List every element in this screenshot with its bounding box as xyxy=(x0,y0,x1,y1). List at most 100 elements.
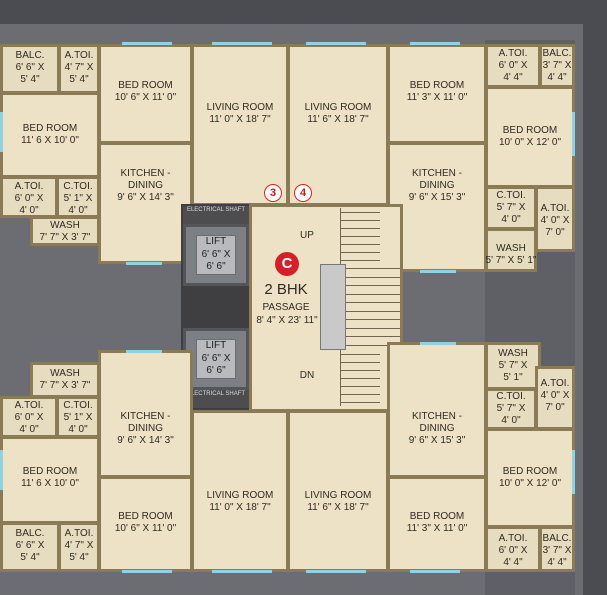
lift-bottom-size: 6' 6" X 6' 6" xyxy=(201,353,231,376)
tl-common-toilet-label: C.TOI. 5' 1" X 4' 0" xyxy=(63,181,93,216)
tl-balcony-label: BALC. 6' 6" X 5' 4" xyxy=(15,50,45,85)
stair-tread xyxy=(346,310,400,312)
window xyxy=(126,350,162,353)
tl-attached-toilet-label: A.TOI. 4' 7" X 5' 4" xyxy=(64,50,94,85)
stair-tread xyxy=(346,327,400,329)
br-kitchen-dining-label: KITCHEN - DINING 9' 6" X 15' 3" xyxy=(408,411,466,446)
window xyxy=(0,450,3,490)
lift-top-label: LIFT xyxy=(205,236,227,247)
window xyxy=(122,42,172,45)
br-balcony-label: BALC. 3' 7" X 4' 4" xyxy=(542,533,572,568)
br-attached-toilet-2-label: A.TOI. 6' 0" X 4' 4" xyxy=(498,533,528,568)
tr-kitchen-dining-label: KITCHEN - DINING 9' 6" X 15' 3" xyxy=(408,168,466,203)
tr-attached-toilet-2-label: A.TOI. 4' 0" X 7' 0" xyxy=(540,203,570,238)
window xyxy=(306,42,366,45)
electrical-shaft-bottom: ELECTRICAL SHAFT xyxy=(183,390,249,408)
tr-common-toilet-label: C.TOI. 5' 7" X 4' 0" xyxy=(496,190,526,225)
stair-tread xyxy=(340,394,380,395)
window xyxy=(420,342,456,345)
br-living-room xyxy=(287,410,389,572)
lift-bottom xyxy=(183,328,249,390)
stair-tread xyxy=(340,386,380,387)
window xyxy=(420,270,456,273)
br-bedroom-large-label: BED ROOM 10' 0" X 12' 0" xyxy=(498,466,562,489)
tr-attached-toilet-2 xyxy=(535,186,575,252)
bl-attached-toilet-2-label: A.TOI. 4' 7" X 5' 4" xyxy=(64,528,94,563)
stair-tread xyxy=(346,285,400,286)
bl-bedroom-small-label: BED ROOM 10' 6" X 11' 0" xyxy=(114,511,177,534)
passage-label: PASSAGE xyxy=(262,302,310,313)
tr-bedroom-large xyxy=(485,86,575,188)
bl-wash-label: WASH 7' 7" X 3' 7" xyxy=(39,368,91,391)
tr-balcony-label: BALC. 3' 7" X 4' 4" xyxy=(542,48,572,83)
stair-tread xyxy=(340,244,380,245)
bl-common-toilet-label: C.TOI. 5' 1" X 4' 0" xyxy=(63,400,93,435)
bl-bedroom-large-label: BED ROOM 11' 6 X 10' 0" xyxy=(21,466,79,489)
br-wash-label: WASH 5' 7" X 5' 1" xyxy=(498,348,528,383)
tl-kitchen-dining-label: KITCHEN - DINING 9' 6" X 14' 3" xyxy=(117,168,174,203)
window xyxy=(126,262,162,265)
tr-living-room-label: LIVING ROOM 11' 6" X 18' 7" xyxy=(304,102,372,125)
stair-tread xyxy=(340,212,380,213)
flat-type-badge: C xyxy=(275,252,299,276)
window xyxy=(0,112,3,152)
window xyxy=(212,42,272,45)
tl-attached-toilet-2-label: A.TOI. 6' 0" X 4' 0" xyxy=(14,181,44,216)
stair-tread xyxy=(340,252,380,253)
lift-bottom-label: LIFT xyxy=(205,340,227,351)
bl-balcony-label: BALC. 6' 6" X 5' 4" xyxy=(15,528,45,563)
tr-attached-toilet-label: A.TOI. 6' 0" X 4' 4" xyxy=(498,48,528,83)
bl-living-room-label: LIVING ROOM 11' 0" X 18' 7" xyxy=(206,490,274,513)
passage xyxy=(249,204,403,412)
stair-tread xyxy=(340,370,380,371)
stair-tread xyxy=(340,220,380,221)
tr-bedroom-large-label: BED ROOM 10' 0" X 12' 0" xyxy=(498,125,562,148)
unit-number-3: 3 xyxy=(264,184,282,202)
tl-bedroom-large xyxy=(0,92,100,178)
tr-living-room xyxy=(287,44,389,206)
br-attached-toilet-label: A.TOI. 4' 0" X 7' 0" xyxy=(540,378,570,413)
window xyxy=(572,450,575,494)
window xyxy=(410,42,460,45)
br-common-toilet-label: C.TOI. 5' 7" X 4' 0" xyxy=(496,391,526,426)
passage-size: 8' 4" X 23' 11" xyxy=(256,315,318,326)
flat-type: 2 BHK xyxy=(264,281,308,298)
window xyxy=(212,570,272,573)
br-wash xyxy=(485,342,541,390)
br-bedroom-small xyxy=(387,476,487,572)
tl-kitchen-dining xyxy=(98,142,193,264)
tl-wash xyxy=(30,216,100,246)
stair-tread xyxy=(346,293,400,295)
stair-tread xyxy=(346,302,400,303)
tl-attached-toilet-2 xyxy=(0,176,58,218)
stair-tread xyxy=(340,354,380,355)
bl-kitchen-dining-label: KITCHEN - DINING 9' 6" X 14' 3" xyxy=(117,411,174,446)
window xyxy=(306,570,366,573)
tl-bedroom-small-label: BED ROOM 10' 6" X 11' 0" xyxy=(114,80,177,103)
tr-wash-label: WASH 5' 7" X 5' 1" xyxy=(485,243,537,266)
stair-tread xyxy=(346,319,400,320)
stair-tread xyxy=(346,344,400,346)
br-bedroom-small-label: BED ROOM 11' 3" X 11' 0" xyxy=(406,511,468,534)
tr-wash xyxy=(485,228,537,272)
stairs-up-label: UP xyxy=(300,230,314,241)
bl-attached-toilet-2 xyxy=(58,522,100,572)
tr-bedroom-small-label: BED ROOM 11' 3" X 11' 0" xyxy=(406,80,468,103)
br-attached-toilet-2 xyxy=(485,526,541,572)
electrical-shaft-top: ELECTRICAL SHAFT xyxy=(183,206,249,224)
stair-tread xyxy=(340,378,380,379)
br-balcony xyxy=(539,526,575,572)
stairs-down-label: DN xyxy=(299,370,315,381)
tl-living-room-label: LIVING ROOM 11' 0" X 18' 7" xyxy=(206,102,274,125)
stair-tread xyxy=(340,236,380,237)
stair-tread xyxy=(340,228,380,229)
tl-wash-label: WASH 7' 7" X 3' 7" xyxy=(39,220,91,243)
stair-tread xyxy=(346,336,400,337)
tl-bedroom-large-label: BED ROOM 11' 6 X 10' 0" xyxy=(21,123,79,146)
stair-tread xyxy=(340,260,380,261)
stair-tread xyxy=(346,276,400,278)
br-kitchen-dining xyxy=(387,342,487,478)
unit-number-4: 4 xyxy=(294,184,312,202)
br-living-room-label: LIVING ROOM 11' 6" X 18' 7" xyxy=(304,490,372,513)
